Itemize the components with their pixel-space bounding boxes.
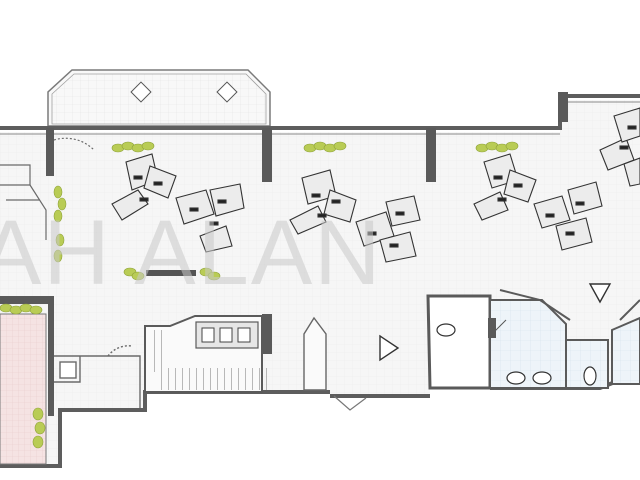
sink-icon bbox=[532, 371, 552, 385]
bench bbox=[146, 270, 196, 276]
bay-window-diamond-left bbox=[130, 81, 152, 103]
desk-cluster-icon bbox=[473, 153, 603, 251]
right-wall bbox=[499, 289, 640, 321]
planters bbox=[0, 141, 519, 449]
desk-cluster-icon bbox=[599, 107, 640, 187]
window-strip bbox=[0, 101, 640, 135]
desk-cluster-icon bbox=[289, 169, 421, 263]
planter-icon bbox=[111, 141, 155, 153]
small-office bbox=[54, 345, 141, 408]
triangle-marker-icon bbox=[379, 334, 400, 362]
desk-clusters bbox=[111, 107, 640, 263]
planter-icon bbox=[32, 407, 46, 449]
planter-icon bbox=[475, 141, 519, 153]
toilet-icon bbox=[583, 366, 597, 386]
planter-icon bbox=[0, 303, 43, 315]
center-partition bbox=[303, 316, 367, 411]
planter-icon bbox=[53, 185, 67, 263]
watermark: AH ALAN bbox=[0, 202, 383, 304]
triangle-marker-icon bbox=[588, 283, 612, 304]
washroom-block bbox=[426, 294, 640, 390]
toilet-icon bbox=[436, 323, 456, 337]
planter-icon bbox=[123, 267, 221, 281]
bay-window bbox=[47, 69, 271, 127]
entry-zone bbox=[0, 137, 95, 240]
columns bbox=[0, 92, 568, 416]
planter-icon bbox=[303, 141, 347, 153]
desk-cluster-icon bbox=[111, 153, 245, 253]
sink-icon bbox=[506, 371, 526, 385]
stair-block bbox=[144, 314, 272, 393]
bay-window-diamond-right bbox=[216, 81, 238, 103]
